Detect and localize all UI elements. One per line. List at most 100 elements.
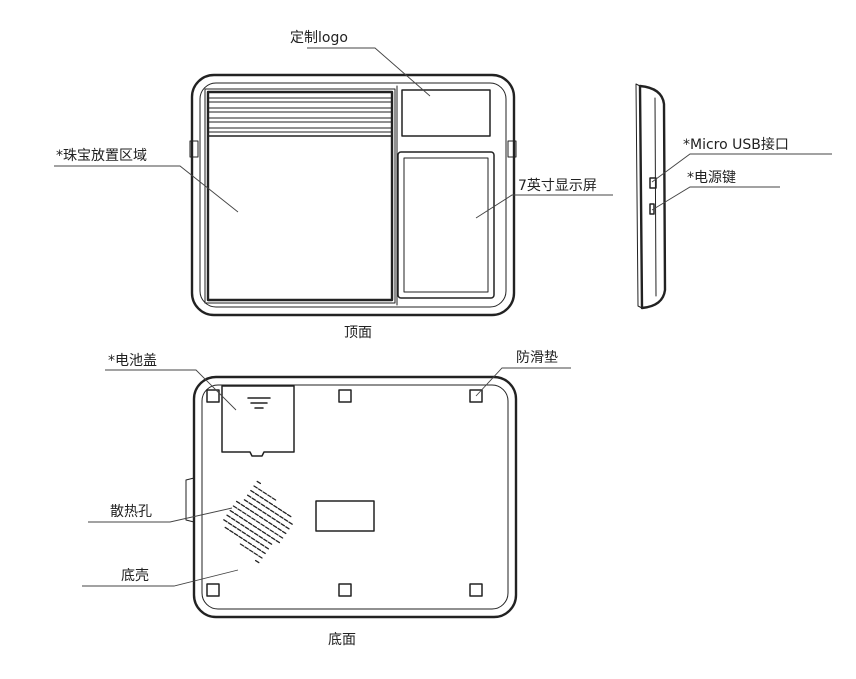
- vent-hole: [259, 495, 264, 500]
- anti-slip-pad-bottom-middle: [338, 583, 352, 597]
- vent-hole: [241, 531, 247, 535]
- bottom-label-plate: [315, 500, 375, 532]
- vent-hole: [248, 502, 253, 506]
- vent-hole: [275, 539, 281, 544]
- vent-hole: [263, 518, 269, 523]
- leader-bottom-shell: [82, 569, 239, 587]
- vent-hole: [268, 521, 273, 526]
- label-top-view: 顶面: [344, 325, 372, 341]
- label-battery-cover: *电池盖: [108, 353, 157, 369]
- side-body-outline: [638, 84, 667, 310]
- vent-hole: [257, 527, 262, 532]
- vent-hole: [274, 512, 280, 516]
- vent-hole: [272, 524, 278, 529]
- vent-hole: [254, 559, 260, 564]
- side-view-drawing: [635, 83, 667, 310]
- vent-hole: [264, 526, 270, 530]
- micro-usb-port: [649, 177, 657, 189]
- vent-hole: [247, 541, 253, 546]
- vent-hole: [258, 515, 264, 520]
- vent-hole: [255, 520, 261, 524]
- vent-hole: [234, 512, 239, 517]
- jewelry-area-ridges: [207, 97, 393, 137]
- leader-lines: [54, 47, 832, 587]
- vent-hole: [227, 522, 233, 526]
- vent-hole: [280, 523, 286, 527]
- vent-hole: [262, 491, 268, 495]
- vent-hole: [261, 530, 267, 535]
- logo-area: [401, 89, 491, 137]
- vent-hole: [252, 524, 258, 529]
- vent-hole: [242, 538, 248, 543]
- leader-display: [475, 194, 613, 219]
- vent-hole: [251, 517, 256, 521]
- vent-hole: [263, 498, 269, 503]
- vent-hole: [243, 518, 248, 523]
- vent-hole: [266, 514, 272, 518]
- anti-slip-pad-bottom-left: [206, 583, 220, 597]
- vent-hole: [256, 547, 262, 552]
- anti-slip-pad-bottom-right: [469, 583, 483, 597]
- side-body-inner-line: [654, 97, 657, 297]
- jewelry-area-frame: [204, 88, 396, 304]
- vent-hole: [265, 506, 270, 510]
- vent-holes: [223, 480, 293, 564]
- side-body-edge: [635, 83, 643, 309]
- leader-anti-slip: [475, 367, 571, 397]
- battery-cover-grip-icon: [247, 397, 271, 409]
- vent-hole: [256, 480, 262, 485]
- vent-hole: [274, 532, 279, 536]
- vent-hole: [232, 505, 238, 509]
- vent-hole: [273, 504, 278, 509]
- vent-hole: [223, 519, 228, 523]
- label-bottom-view: 底面: [328, 632, 356, 648]
- vent-hole: [263, 538, 268, 542]
- vent-hole: [250, 489, 255, 494]
- vent-hole: [238, 515, 244, 520]
- vent-hole: [229, 529, 234, 534]
- vent-hole: [252, 505, 258, 509]
- vent-hole: [253, 552, 259, 556]
- vent-hole: [269, 509, 275, 513]
- vent-hole: [257, 488, 263, 492]
- vent-hole: [240, 523, 245, 527]
- vent-hole: [254, 492, 260, 497]
- vent-hole: [264, 546, 270, 550]
- battery-cover: [221, 385, 295, 457]
- leader-battery-cover: [105, 369, 237, 411]
- vent-hole: [286, 513, 292, 518]
- vent-hole: [226, 514, 231, 518]
- vent-hole: [260, 523, 265, 527]
- display-screen: [403, 157, 489, 293]
- leader-power-key: [651, 186, 780, 211]
- vent-hole: [256, 500, 261, 504]
- vent-hole: [255, 540, 260, 544]
- jewelry-area: [206, 90, 394, 302]
- vent-hole: [251, 497, 257, 501]
- vent-hole: [244, 546, 249, 550]
- label-vent-holes: 散热孔: [110, 504, 152, 520]
- vent-hole: [236, 528, 242, 532]
- vent-hole: [224, 526, 230, 531]
- vent-hole: [261, 550, 266, 555]
- top-left-tab: [189, 140, 199, 158]
- leader-logo: [307, 47, 431, 97]
- vent-hole: [277, 507, 283, 512]
- label-power-key: *电源键: [687, 170, 736, 186]
- vent-hole: [277, 527, 282, 532]
- vent-hole: [258, 555, 263, 559]
- vent-hole: [268, 501, 274, 506]
- vent-hole: [270, 536, 276, 541]
- vent-hole: [249, 509, 255, 514]
- anti-slip-pad-top-left: [206, 389, 220, 403]
- bottom-body-inner-outline: [201, 384, 509, 610]
- vent-hole: [230, 517, 236, 521]
- vent-hole: [252, 544, 257, 549]
- anti-slip-pad-top-middle: [338, 389, 352, 403]
- vent-hole: [253, 485, 258, 489]
- vent-hole: [249, 529, 254, 533]
- vent-hole: [243, 499, 249, 503]
- label-anti-slip: 防滑垫: [516, 349, 558, 366]
